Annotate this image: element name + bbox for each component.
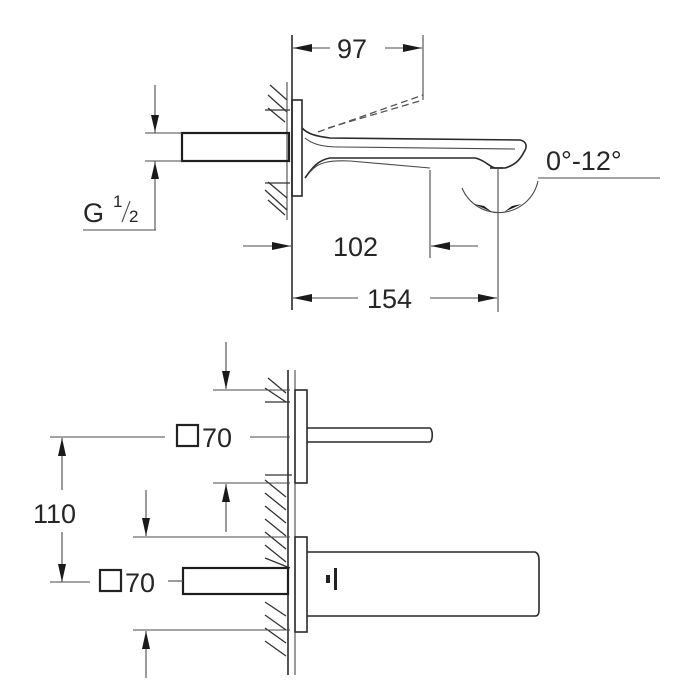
lower-connection-pipe bbox=[181, 566, 290, 596]
spout-flange bbox=[291, 99, 303, 197]
dimension-110: 110 bbox=[33, 499, 76, 529]
dimension-154: 154 bbox=[367, 284, 412, 314]
dimension-102: 102 bbox=[333, 232, 378, 262]
spout-body bbox=[301, 127, 527, 179]
hot-cold-indicator-icon bbox=[326, 568, 337, 590]
thread-label-numerator: 1 bbox=[113, 192, 122, 211]
thread-label-prefix: G bbox=[83, 198, 104, 228]
side-view: G 1 2 97 102 154 bbox=[83, 34, 660, 314]
mixer-rosette bbox=[294, 536, 308, 633]
angle-arc bbox=[461, 180, 539, 214]
dimension-97: 97 bbox=[337, 34, 367, 64]
square-dimension-icon bbox=[175, 423, 200, 448]
mixer-handle bbox=[307, 551, 540, 617]
front-view: 70 110 70 bbox=[33, 342, 540, 678]
wall-hatch-lower bbox=[264, 181, 290, 216]
angle-range-label: 0°-12° bbox=[546, 146, 622, 176]
spout-rosette bbox=[294, 389, 308, 484]
connection-pipe bbox=[180, 131, 291, 163]
dimension-70-lower: 70 bbox=[125, 568, 155, 598]
square-dimension-icon bbox=[98, 568, 123, 593]
thread-label-denominator: 2 bbox=[129, 207, 138, 226]
tilted-spout-outline bbox=[317, 94, 424, 133]
wall-hatch-upper bbox=[265, 82, 290, 220]
spout-front bbox=[307, 427, 434, 443]
dimension-70-upper: 70 bbox=[202, 423, 232, 453]
